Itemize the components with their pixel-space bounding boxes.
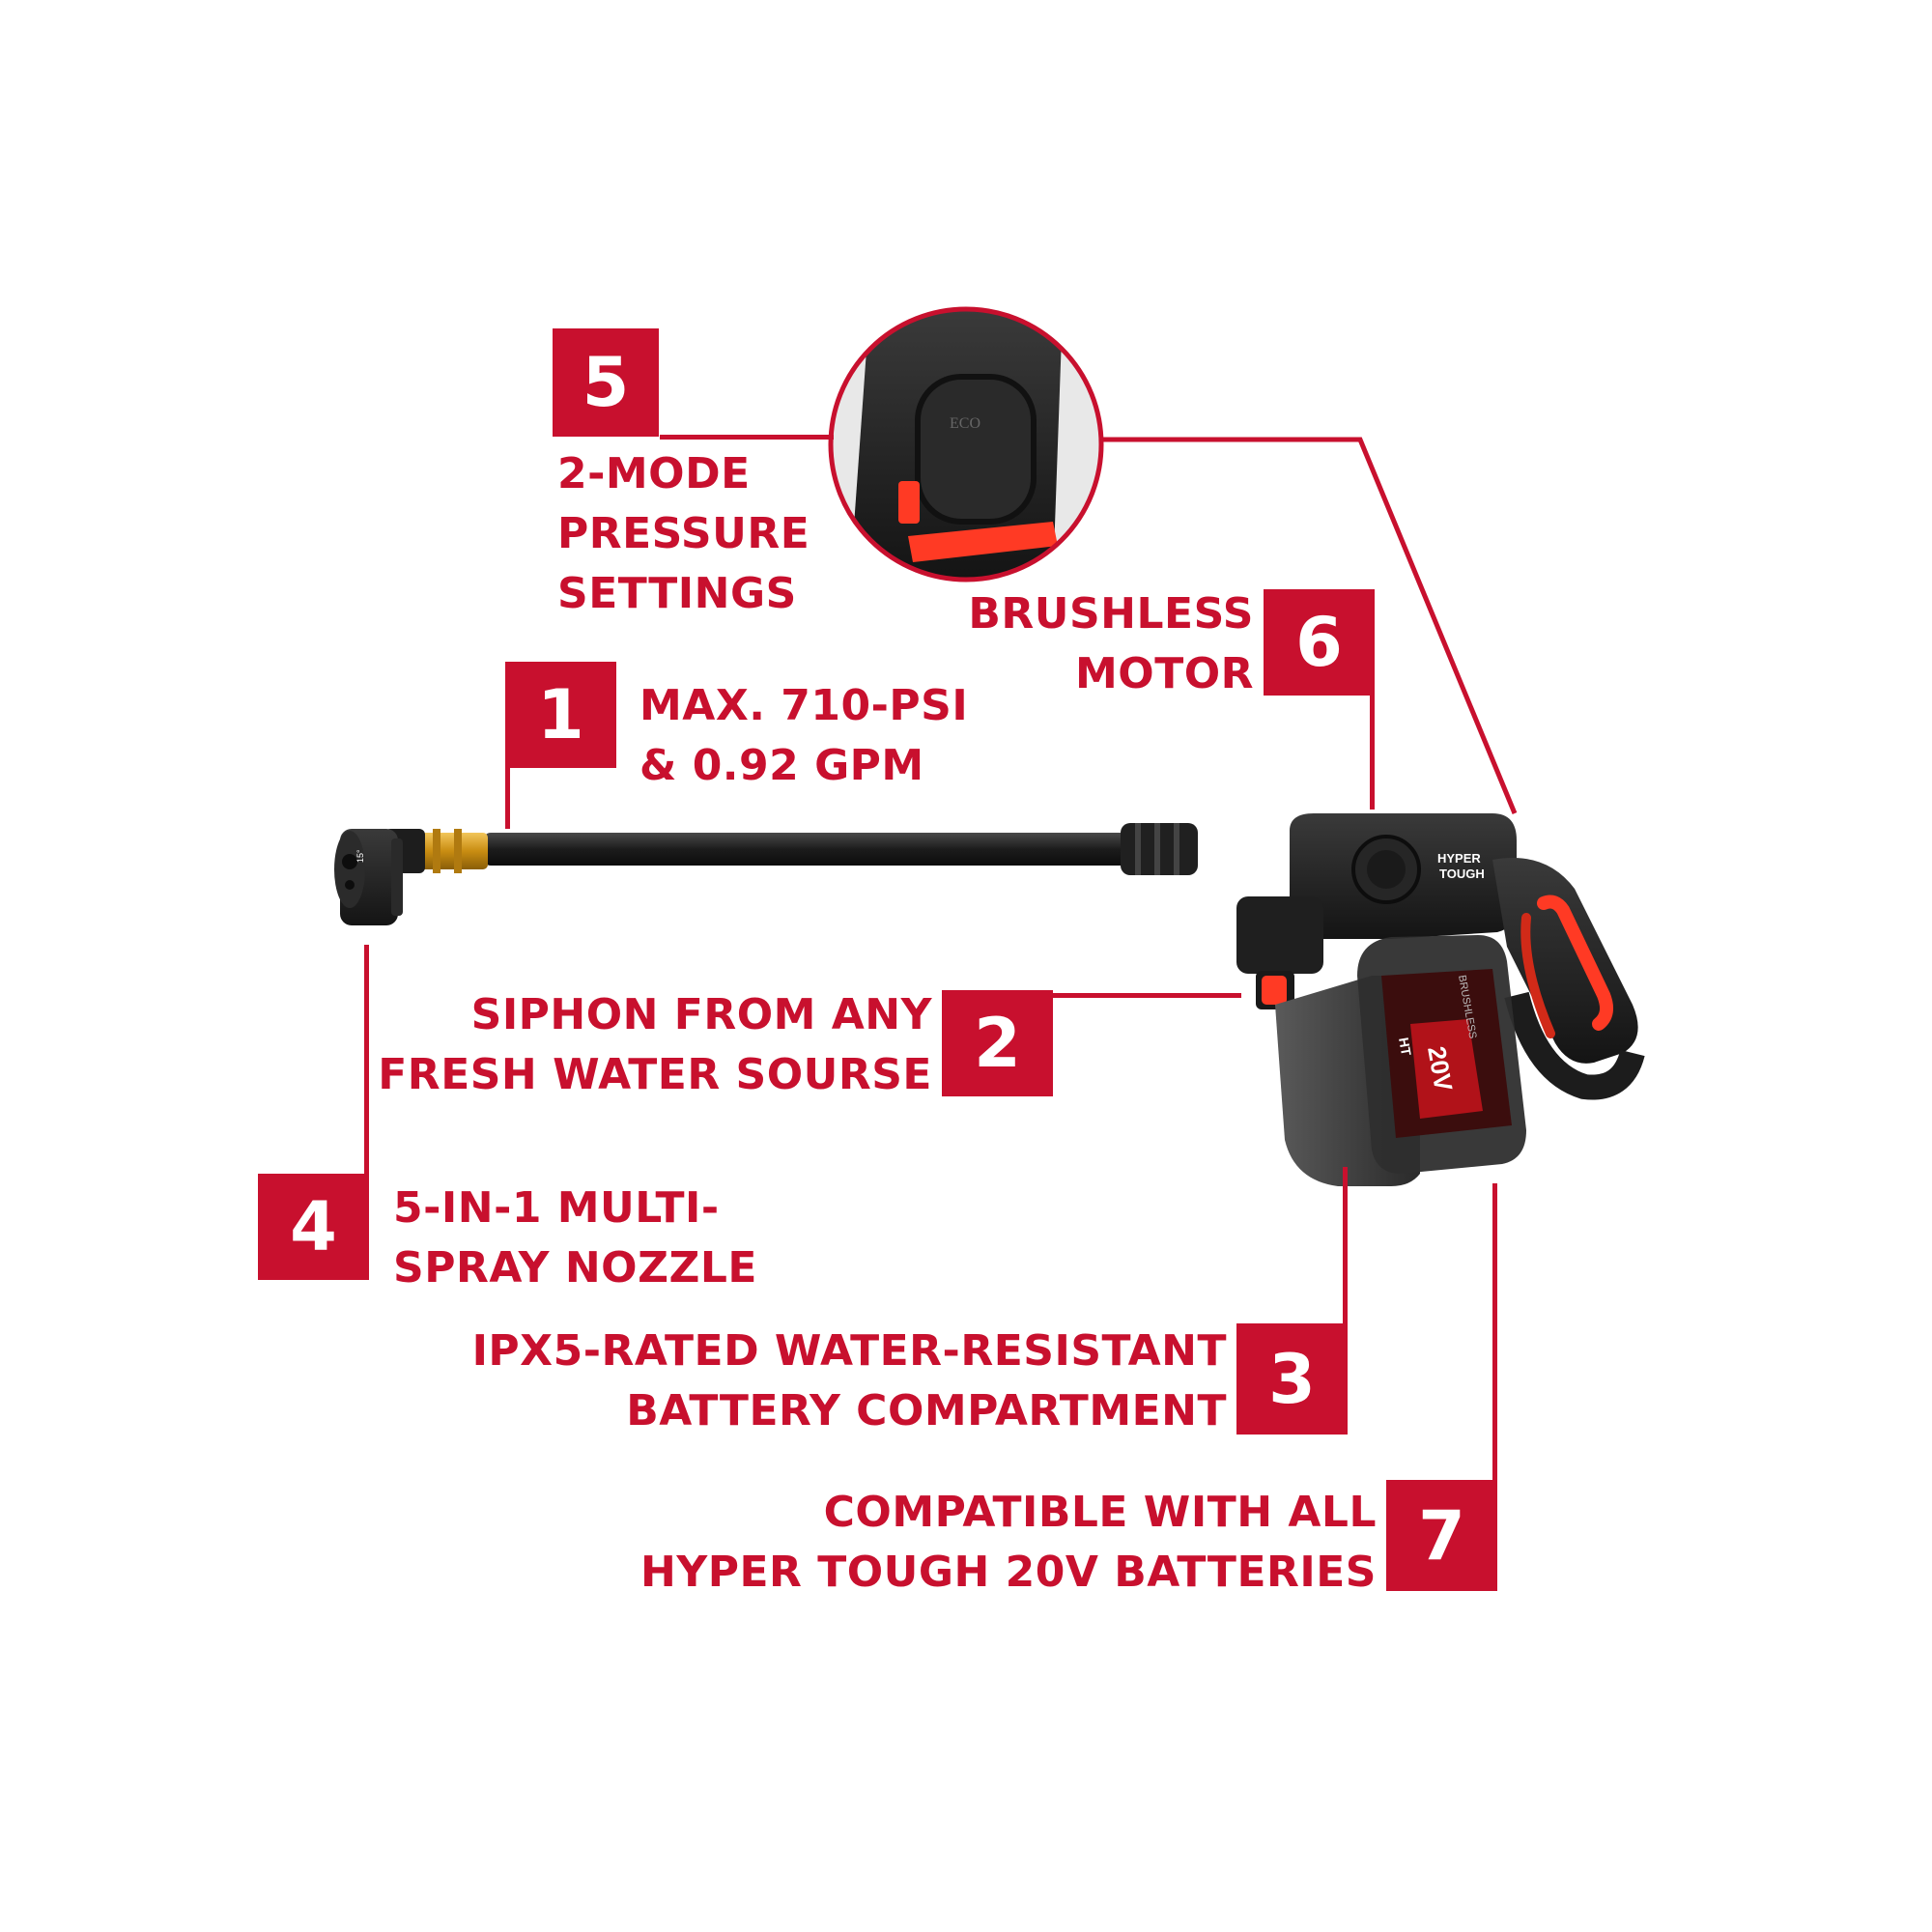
callout-label-2: SIPHON FROM ANY FRESH WATER SOURSE <box>378 990 932 1099</box>
callout-label-6: BRUSHLESS MOTOR <box>968 589 1254 698</box>
eco-button-text: ECO <box>950 415 980 432</box>
callout-badge-3: 3 <box>1236 1323 1348 1435</box>
eco-button-zoom-inset <box>828 306 1104 582</box>
leader-line-2 <box>1043 993 1241 998</box>
washer-body <box>1236 813 1645 1186</box>
callout-badge-2: 2 <box>942 990 1053 1096</box>
nozzle-angle-mark: 15° <box>355 849 365 863</box>
battery-brand: HT <box>1396 1037 1414 1058</box>
callout-label-1: MAX. 710-PSI & 0.92 GPM <box>639 681 969 790</box>
brass-coupler <box>420 829 488 873</box>
callout-badge-6: 6 <box>1264 589 1375 696</box>
leader-line-4 <box>364 945 369 1175</box>
leader-line-1 <box>505 768 510 829</box>
callout-badge-5: 5 <box>553 328 659 437</box>
callout-label-5: 2-MODE PRESSURE SETTINGS <box>557 449 810 618</box>
callout-badge-1: 1 <box>505 662 616 768</box>
callout-label-4: 5-IN-1 MULTI- SPRAY NOZZLE <box>393 1183 757 1293</box>
callout-label-7: COMPATIBLE WITH ALL HYPER TOUGH 20V BATT… <box>640 1488 1377 1597</box>
spray-wand <box>483 823 1198 875</box>
callout-badge-7: 7 <box>1386 1480 1497 1591</box>
leader-line-6 <box>1370 696 1375 810</box>
callout-badge-4: 4 <box>258 1174 369 1280</box>
spray-nozzle-graphic <box>334 829 425 925</box>
tool-brand-line1: HYPER <box>1437 851 1481 866</box>
callout-label-3: IPX5-RATED WATER-RESISTANT BATTERY COMPA… <box>471 1326 1227 1435</box>
leader-line-5 <box>660 435 834 440</box>
tool-brand-line2: TOUGH <box>1439 867 1485 881</box>
leader-line-7 <box>1492 1183 1497 1589</box>
leader-line-3 <box>1343 1167 1348 1433</box>
